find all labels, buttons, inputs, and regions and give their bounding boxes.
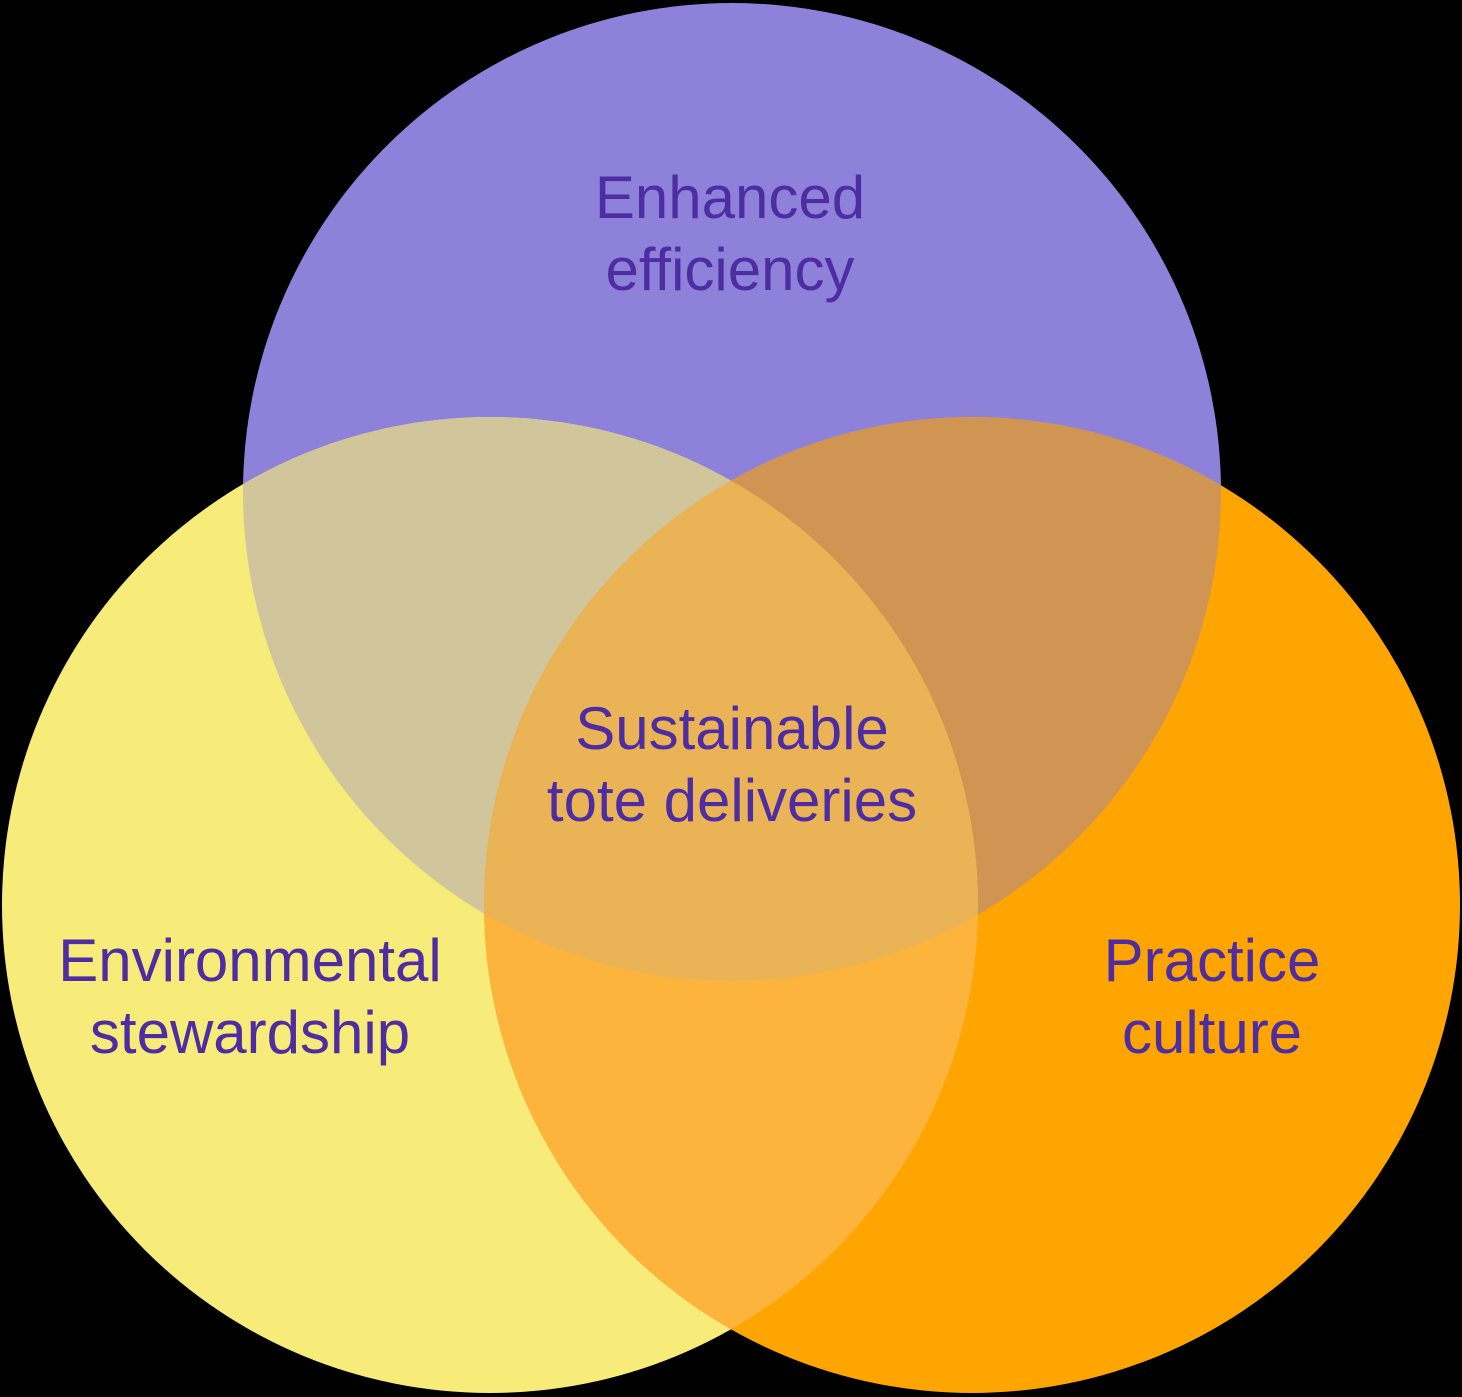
label-sustainable-tote-deliveries: Sustainable tote deliveries — [547, 693, 917, 837]
overlap-center — [484, 417, 978, 981]
label-environmental-stewardship: Environmental stewardship — [58, 925, 442, 1069]
label-line: Sustainable — [575, 695, 889, 762]
label-line: Enhanced — [594, 164, 866, 231]
label-line: Environmental — [58, 927, 442, 994]
label-line: tote deliveries — [546, 767, 918, 834]
label-line: efficiency — [605, 236, 855, 303]
label-line: culture — [1121, 999, 1303, 1066]
label-enhanced-efficiency: Enhanced efficiency — [595, 162, 865, 306]
label-line: Practice — [1103, 927, 1321, 994]
label-practice-culture: Practice culture — [1104, 925, 1321, 1069]
label-line: stewardship — [89, 999, 411, 1066]
